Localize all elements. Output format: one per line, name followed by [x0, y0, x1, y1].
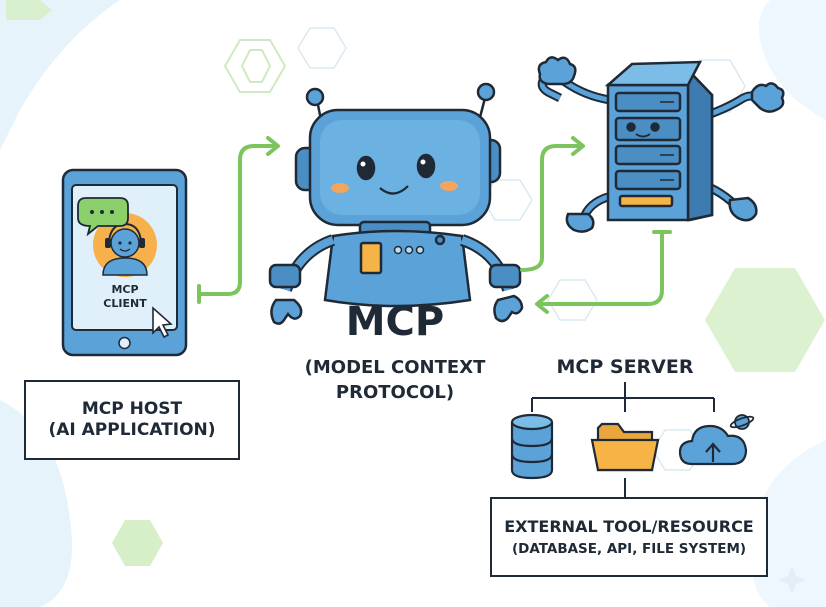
- mcp-robot: [268, 82, 524, 325]
- mcp-host-box: MCP HOST (AI APPLICATION): [24, 380, 240, 460]
- mcp-subtitle: (MODEL CONTEXT PROTOCOL): [290, 355, 500, 405]
- mcp-host-line1: MCP HOST: [81, 398, 183, 419]
- mcp-title: MCP: [345, 299, 445, 345]
- server-tree-lines: [531, 382, 715, 497]
- server-to-mcp-arrow: [535, 230, 672, 314]
- mcp-server-character: [537, 56, 785, 233]
- mcp-subtitle-line1: (MODEL CONTEXT: [304, 357, 486, 378]
- external-resource-box: EXTERNAL TOOL/RESOURCE (DATABASE, API, F…: [490, 497, 768, 577]
- cloud-upload-icon: [678, 424, 748, 466]
- folder-icon: [590, 422, 660, 472]
- phone-label-line1: MCP: [111, 283, 139, 296]
- cursor-icon: [152, 306, 173, 339]
- phone-label: MCP CLIENT: [95, 283, 155, 311]
- database-icon: [510, 413, 554, 480]
- mcp-server-title: MCP SERVER: [556, 356, 694, 378]
- external-resource-line1: EXTERNAL TOOL/RESOURCE: [504, 516, 754, 536]
- client-to-mcp-arrow: [197, 136, 280, 304]
- phone-label-line2: CLIENT: [103, 296, 147, 310]
- mcp-host-line2: (AI APPLICATION): [48, 420, 216, 440]
- mcp-to-server-arrow: [520, 136, 585, 272]
- chat-bubble-icon: [77, 197, 129, 237]
- mcp-subtitle-line2: PROTOCOL): [335, 382, 455, 404]
- phone-device: [61, 168, 188, 357]
- external-resource-line2: (DATABASE, API, FILE SYSTEM): [511, 540, 747, 557]
- planet-icon: [729, 414, 755, 430]
